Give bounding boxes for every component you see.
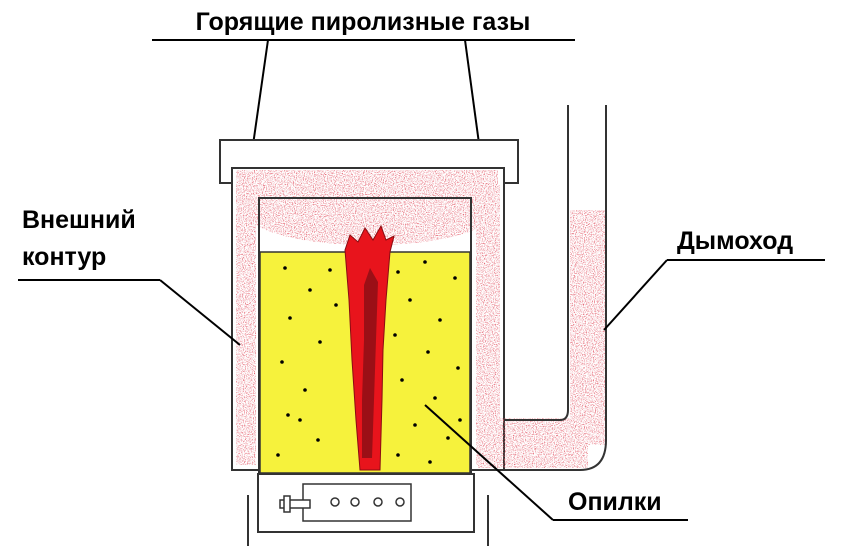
chimney-label: Дымоход [677,227,793,255]
top-label: Горящие пиролизные газы [196,8,531,36]
outer-contour-leader [159,279,241,346]
sawdust-leader [424,404,554,521]
vent-holes [330,497,405,507]
outer-contour-label-line1: Внешний [22,206,136,234]
chimney-leader [603,259,668,331]
door-handle [279,499,311,509]
outer-contour-label-line2: контур [22,243,106,271]
chimney-pipe [504,105,607,471]
gas-region [236,170,606,468]
sawdust-particles [276,260,462,464]
sawdust-label: Опилки [568,488,662,516]
door-handle-knob [283,495,291,513]
flame-core [362,268,378,458]
